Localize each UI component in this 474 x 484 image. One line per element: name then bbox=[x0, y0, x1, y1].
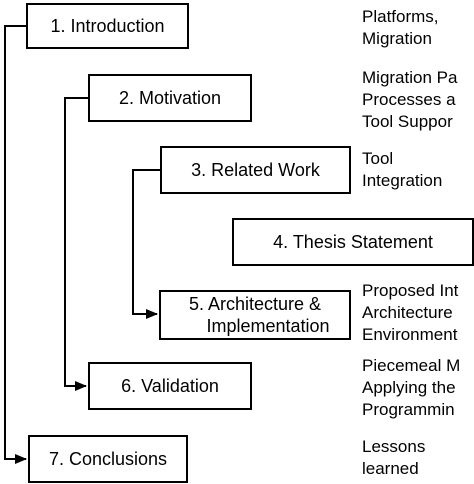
note-introduction: Platforms, Migration bbox=[362, 6, 474, 50]
step-1-introduction-box: 1. Introduction bbox=[26, 3, 189, 49]
note-line: Migration Pa bbox=[362, 68, 458, 87]
connector-1-to-7 bbox=[4, 25, 27, 464]
step-2-label: 2. Motivation bbox=[118, 88, 222, 108]
note-validation: Piecemeal M Applying the Programmin bbox=[362, 355, 474, 421]
note-line: Piecemeal M bbox=[362, 356, 461, 375]
note-line: Migration bbox=[362, 29, 432, 48]
note-line: Tool Suppor bbox=[362, 112, 453, 131]
note-line: learned bbox=[362, 459, 419, 478]
note-line: Proposed Int bbox=[362, 281, 459, 300]
note-line: Lessons bbox=[362, 437, 426, 456]
step-2-motivation-box: 2. Motivation bbox=[88, 74, 252, 122]
step-7-label: 7. Conclusions bbox=[48, 449, 168, 469]
note-line: Tool bbox=[362, 149, 394, 168]
note-architecture: Proposed Int Architecture Environment bbox=[362, 280, 474, 346]
step-3-related-work-box: 3. Related Work bbox=[160, 146, 351, 194]
step-4-label: 4. Thesis Statement bbox=[273, 232, 433, 252]
note-line: Environment bbox=[362, 325, 458, 344]
note-line: Architecture bbox=[362, 303, 453, 322]
step-6-validation-box: 6. Validation bbox=[88, 362, 252, 410]
connector-2-to-6 bbox=[64, 97, 88, 391]
note-line: Platforms, bbox=[362, 7, 439, 26]
note-line: Integration bbox=[362, 171, 443, 190]
note-line: Processes a bbox=[362, 90, 456, 109]
connector-3-to-5 bbox=[132, 169, 160, 319]
step-3-label: 3. Related Work bbox=[191, 160, 320, 180]
step-5-label-line1: 5. Architecture & bbox=[188, 294, 322, 314]
step-5-label-line2: Implementation bbox=[206, 316, 330, 336]
note-line: Applying the bbox=[362, 378, 456, 397]
note-line: Programmin bbox=[362, 400, 455, 419]
step-5-architecture-box: 5. Architecture & Implementation bbox=[159, 290, 351, 340]
note-conclusions: Lessons learned bbox=[362, 436, 474, 480]
step-7-conclusions-box: 7. Conclusions bbox=[28, 435, 188, 483]
step-6-label: 6. Validation bbox=[121, 376, 219, 396]
step-4-thesis-statement-box: 4. Thesis Statement bbox=[232, 218, 474, 266]
note-related-work: Tool Integration bbox=[362, 148, 474, 192]
note-motivation: Migration Pa Processes a Tool Suppor bbox=[362, 67, 474, 133]
step-1-label: 1. Introduction bbox=[50, 16, 165, 36]
